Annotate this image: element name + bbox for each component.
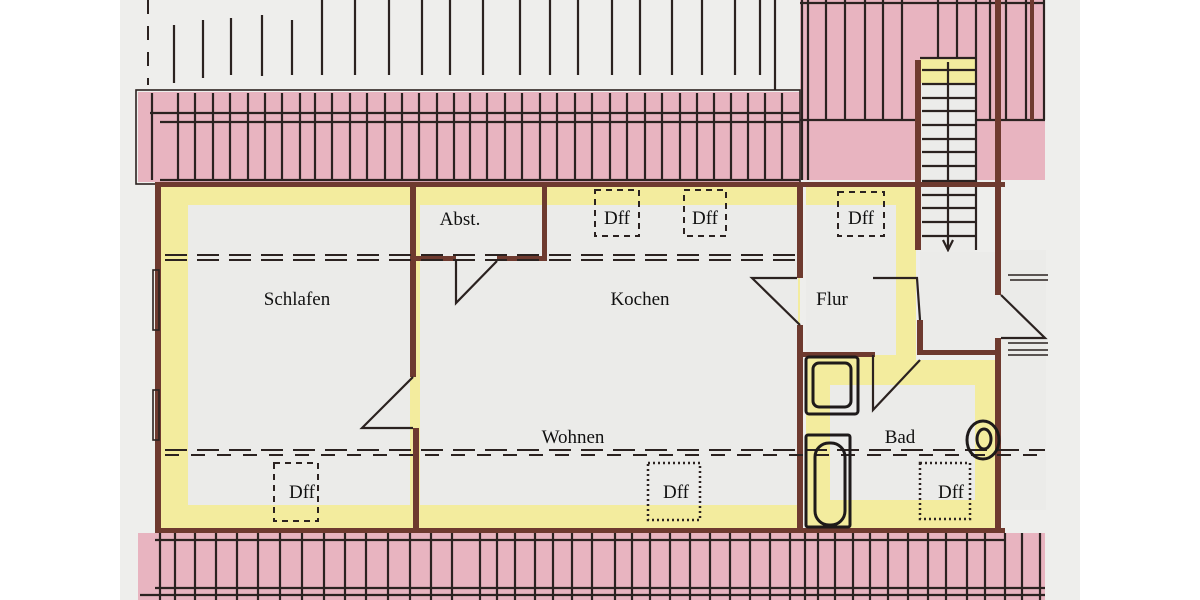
room-label-flur: Flur: [816, 289, 848, 310]
room-label-kochen: Kochen: [610, 289, 670, 310]
skylight-wohnen: [646, 461, 702, 522]
room-label-abstellraum: Abst.: [440, 209, 481, 230]
skylight-schlafen: [273, 462, 319, 522]
upper-roof-outline: [147, 0, 777, 90]
walls: [155, 0, 1034, 533]
skylight-flur: [837, 191, 885, 237]
skylight-label: Dff: [848, 208, 875, 229]
skylights: [273, 189, 972, 522]
bathtub-icon: [804, 433, 852, 529]
roof-slope-lines: [165, 254, 1045, 456]
outside-markings: [1008, 274, 1048, 356]
skylight-label: Dff: [604, 208, 631, 229]
skylight-label: Dff: [663, 482, 690, 503]
room-label-schlafen: Schlafen: [264, 289, 331, 310]
staircase: [920, 0, 978, 253]
doors: [359, 260, 1048, 430]
bathroom-fixtures: [804, 355, 1001, 529]
roof-bottom: [138, 533, 1045, 600]
skylight-kochen-1: [594, 189, 640, 237]
skylight-label: Dff: [289, 482, 316, 503]
toilet-icon: [965, 419, 1001, 461]
skylight-bad: [918, 461, 972, 521]
left-windows: [152, 269, 160, 441]
skylight-label: Dff: [938, 482, 965, 503]
room-label-bad: Bad: [885, 427, 916, 448]
room-label-wohnen: Wohnen: [542, 427, 605, 448]
washbasin-icon: [804, 355, 860, 416]
room-labels: Schlafen Abst. Kochen Flur Wohnen Bad Df…: [264, 208, 965, 503]
skylight-label: Dff: [692, 208, 719, 229]
